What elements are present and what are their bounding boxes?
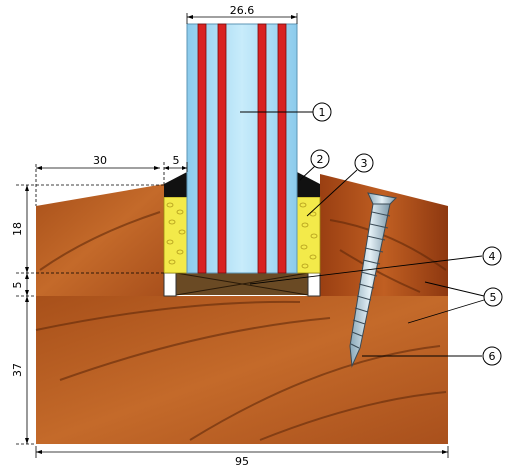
dim-height-bottom: 37	[11, 363, 24, 377]
callout-6-label: 6	[489, 350, 496, 363]
callout-4: 4	[482, 246, 502, 266]
wood-grain	[35, 211, 447, 441]
callout-1: 1	[312, 102, 332, 122]
callout-6: 6	[482, 346, 502, 366]
callout-3: 3	[354, 153, 374, 173]
setting-block-cross-b	[175, 272, 309, 296]
callout-3-label: 3	[361, 157, 368, 170]
callout-2: 2	[310, 149, 330, 169]
screw	[349, 192, 398, 368]
dimension-lines	[16, 13, 449, 458]
callout-2-label: 2	[317, 153, 324, 166]
glass-panes	[197, 23, 287, 274]
callout-5: 5	[483, 287, 503, 307]
callout-1-label: 1	[319, 106, 326, 119]
dim-height-top: 18	[11, 222, 24, 236]
spacer-left	[163, 272, 177, 297]
dimension-arrows	[25, 15, 448, 454]
dim-left-frame: 30	[93, 154, 107, 167]
callout-5-label: 5	[490, 291, 497, 304]
sealant-left	[164, 172, 187, 197]
foam-texture	[166, 202, 318, 269]
dim-glass-width: 26.6	[230, 4, 255, 17]
dim-height-mid: 5	[11, 282, 24, 289]
wood-frame-left	[36, 184, 164, 296]
wood-base	[36, 296, 448, 444]
callout-leaders	[240, 111, 485, 357]
sealant-right	[297, 172, 320, 197]
foam-left	[163, 196, 188, 274]
dim-gap: 5	[173, 154, 180, 167]
dim-total-width: 95	[235, 455, 249, 468]
callout-4-label: 4	[489, 250, 496, 263]
